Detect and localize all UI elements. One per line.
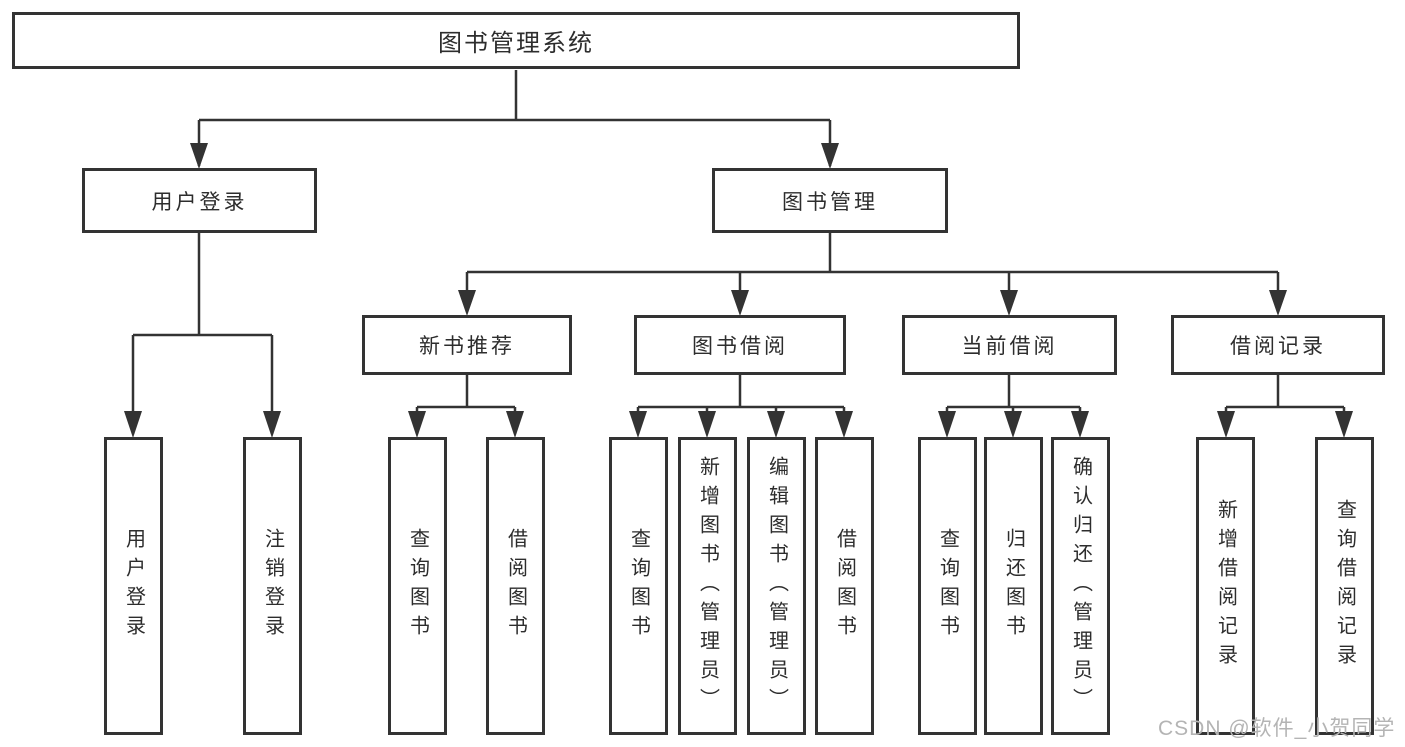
node-label: 借阅图书 [833,528,856,644]
node-query-books-3: 查询图书 [918,437,977,735]
node-user-login: 用户登录 [82,168,317,233]
node-borrow-books-1: 借阅图书 [486,437,545,735]
node-add-books-admin: 新增图书（管理员） [678,437,737,735]
node-label: 用户登录 [122,528,145,644]
node-label: 编辑图书（管理员） [765,455,788,717]
node-label: 新增借阅记录 [1214,499,1237,673]
node-book-management: 图书管理 [712,168,948,233]
node-return-books: 归还图书 [984,437,1043,735]
node-label: 归还图书 [1002,528,1025,644]
connector-shafts [131,70,1346,434]
node-library-management-system: 图书管理系统 [12,12,1020,69]
node-edit-books-admin: 编辑图书（管理员） [747,437,806,735]
node-new-book-recommend: 新书推荐 [362,315,572,375]
node-label: 查询借阅记录 [1333,499,1356,673]
node-label: 新书推荐 [419,335,515,358]
node-confirm-return-admin: 确认归还（管理员） [1051,437,1110,735]
node-label: 注销登录 [261,528,284,644]
node-label: 图书管理 [782,190,878,214]
node-label: 借阅图书 [504,528,527,644]
node-label: 图书借阅 [692,335,788,358]
node-query-books-2: 查询图书 [609,437,668,735]
node-label: 用户登录 [151,190,248,214]
csdn-watermark: CSDN @软件_小贺同学 [1158,717,1396,740]
node-label: 确认归还（管理员） [1069,455,1092,717]
node-label: 新增图书（管理员） [696,455,719,717]
node-label: 图书管理系统 [438,30,594,57]
node-label: 查询图书 [936,528,959,644]
node-label: 查询图书 [627,528,650,644]
node-logout: 注销登录 [243,437,302,735]
node-user-login-leaf: 用户登录 [104,437,163,735]
node-label: 借阅记录 [1230,335,1326,358]
node-label: 当前借阅 [961,335,1058,358]
node-add-borrow-record: 新增借阅记录 [1196,437,1255,735]
node-label: 查询图书 [406,528,429,644]
node-borrow-books-2: 借阅图书 [815,437,874,735]
node-book-borrow: 图书借阅 [634,315,846,375]
node-borrow-records: 借阅记录 [1171,315,1385,375]
node-query-borrow-record: 查询借阅记录 [1315,437,1374,735]
node-current-borrow: 当前借阅 [902,315,1117,375]
node-query-books-1: 查询图书 [388,437,447,735]
